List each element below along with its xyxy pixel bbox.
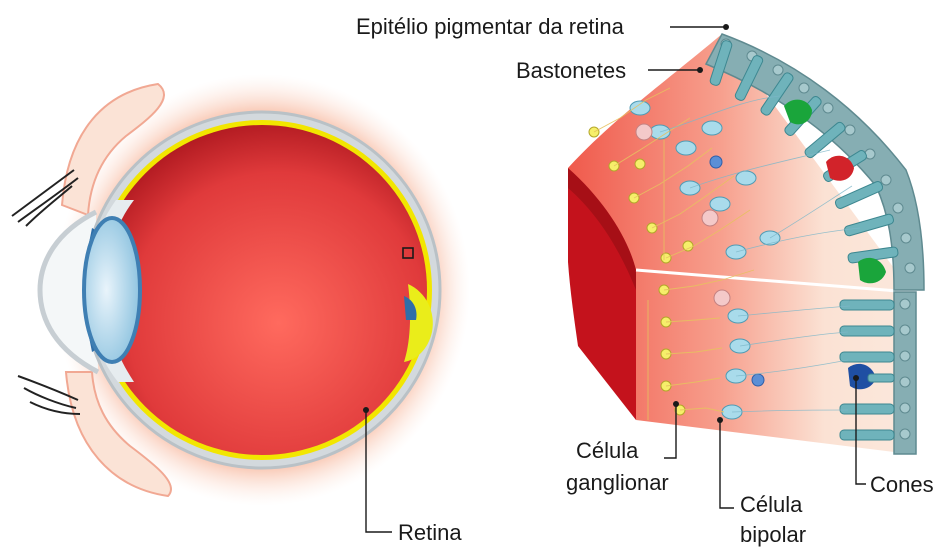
rpe-label: Epitélio pigmentar da retina: [356, 14, 625, 39]
ganglion-label-line1: Célula: [576, 438, 639, 463]
retina-section: [568, 34, 924, 454]
bipolar-label-line1: Célula: [740, 492, 803, 517]
rpe-callout: Epitélio pigmentar da retina: [356, 14, 729, 39]
lens: [84, 218, 140, 362]
vitreous-body: [97, 125, 427, 455]
eyeball: [12, 74, 470, 506]
rods-label: Bastonetes: [516, 58, 626, 83]
retina-label: Retina: [398, 520, 462, 545]
ganglion-label-line2: ganglionar: [566, 470, 669, 495]
cones-label: Cones: [870, 472, 934, 497]
bipolar-label-line2: bipolar: [740, 522, 806, 547]
